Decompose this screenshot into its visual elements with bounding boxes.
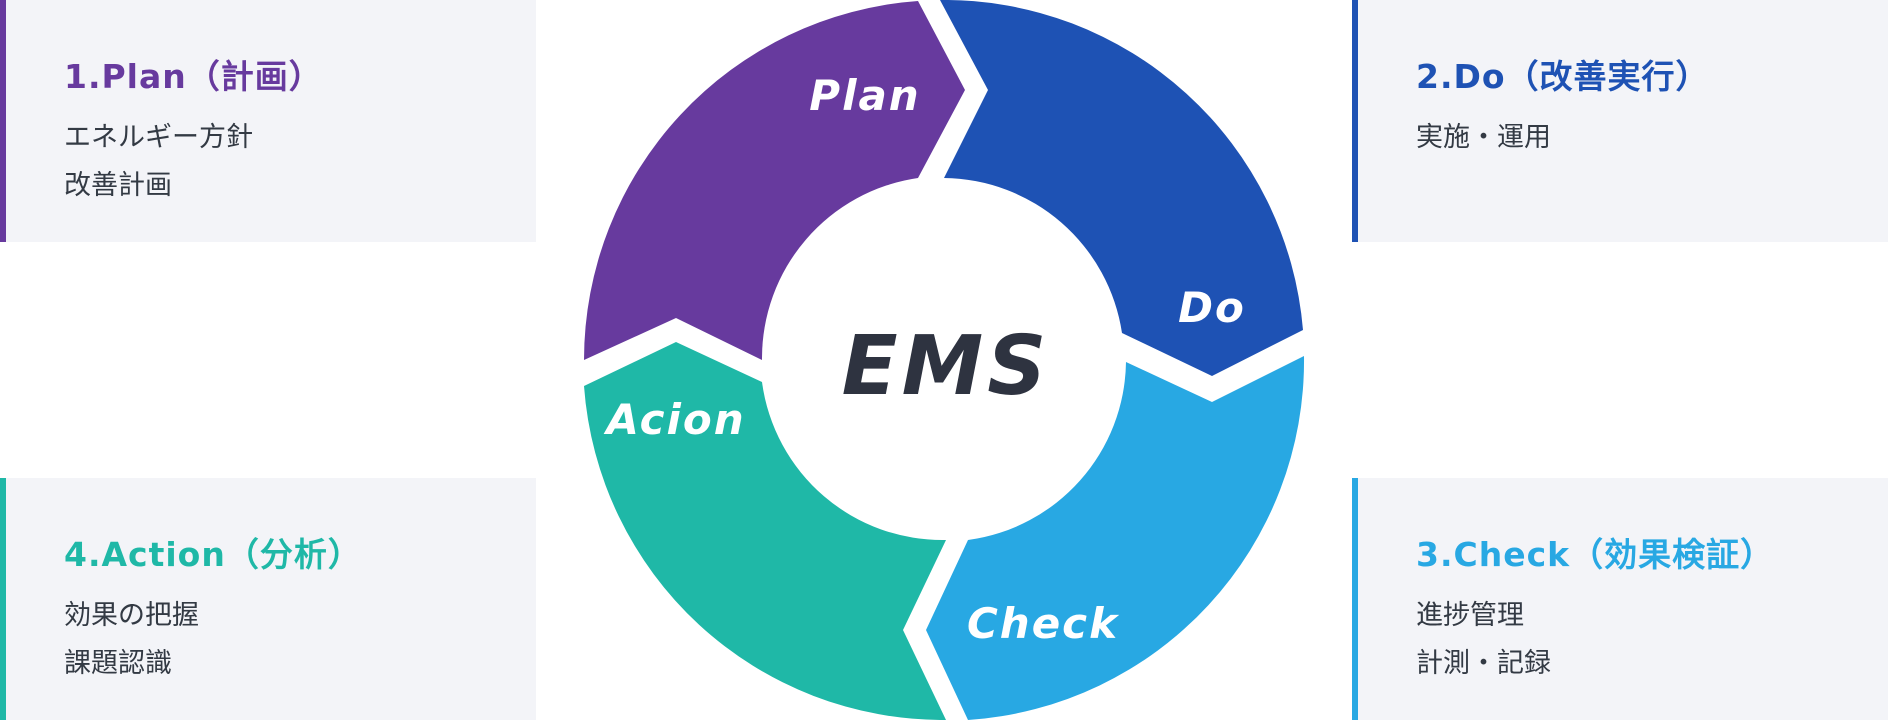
action-card-line: 効果の把握 <box>64 600 199 631</box>
do-card-title: 2.Do（改善実行） <box>1416 57 1710 96</box>
check-card-line: 計測・記録 <box>1416 648 1551 679</box>
do-segment <box>940 0 1303 376</box>
do-card: 2.Do（改善実行） 実施・運用 <box>1352 0 1888 242</box>
action-card: 4.Action（分析） 効果の把握 課題認識 <box>0 478 536 720</box>
pdca-cycle-diagram: Plan Do Check Acion EMS <box>584 0 1305 720</box>
check-card: 3.Check（効果検証） 進捗管理 計測・記録 <box>1352 478 1888 720</box>
check-segment-label: Check <box>967 599 1120 648</box>
plan-card-line: エネルギー方針 <box>64 122 253 153</box>
plan-segment-label: Plan <box>809 71 920 120</box>
check-card-lines: 進捗管理 計測・記録 <box>1416 592 1551 688</box>
check-card-title: 3.Check（効果検証） <box>1416 535 1775 574</box>
action-segment-label: Acion <box>603 395 745 444</box>
do-card-lines: 実施・運用 <box>1416 114 1551 162</box>
check-card-line: 進捗管理 <box>1416 600 1524 631</box>
action-card-title: 4.Action（分析） <box>64 535 362 574</box>
plan-card-title: 1.Plan（計画） <box>64 57 323 96</box>
plan-card-line: 改善計画 <box>64 170 172 201</box>
action-card-lines: 効果の把握 課題認識 <box>64 592 199 688</box>
do-segment-label: Do <box>1178 283 1246 332</box>
plan-card: 1.Plan（計画） エネルギー方針 改善計画 <box>0 0 536 242</box>
do-card-line: 実施・運用 <box>1416 122 1551 153</box>
plan-segment <box>584 1 965 360</box>
plan-card-lines: エネルギー方針 改善計画 <box>64 114 253 210</box>
action-segment <box>584 342 946 720</box>
ems-center-label: EMS <box>842 319 1051 414</box>
action-card-line: 課題認識 <box>64 648 172 679</box>
check-segment <box>926 356 1305 720</box>
